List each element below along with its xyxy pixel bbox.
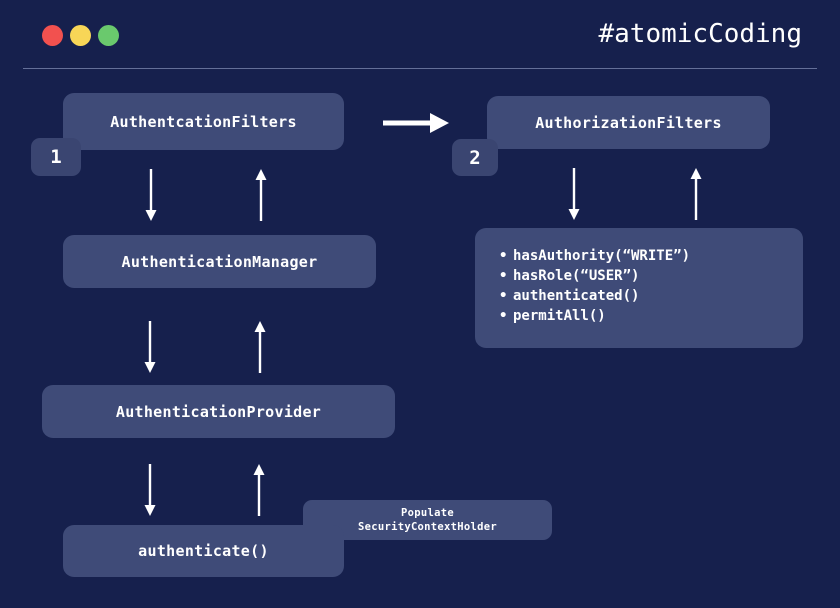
populate-line-2: SecurityContextHolder: [357, 521, 498, 533]
arrow-up-icon: [250, 464, 268, 516]
node-authentication-provider[interactable]: AuthenticationProvider: [42, 385, 395, 438]
list-item: permitAll(): [499, 306, 803, 326]
populate-line-1: Populate: [401, 506, 454, 519]
list-item: authenticated(): [499, 286, 803, 306]
window-controls: [42, 25, 119, 46]
node-populate-security-context-holder: Populate SecurityContextHolder: [303, 500, 552, 540]
list-item: hasRole(“USER”): [499, 266, 803, 286]
step-badge-1: 1: [31, 138, 81, 176]
arrow-down-icon: [142, 169, 160, 221]
arrow-down-icon: [141, 321, 159, 373]
arrow-up-icon: [687, 168, 705, 220]
authority-list: hasAuthority(“WRITE”) hasRole(“USER”) au…: [497, 246, 803, 326]
node-authentication-manager[interactable]: AuthenticationManager: [63, 235, 376, 288]
arrow-down-icon: [565, 168, 583, 220]
page-title: #atomicCoding: [598, 19, 803, 49]
header-divider: [23, 68, 817, 69]
arrow-right-icon: [383, 110, 449, 136]
step-badge-2: 2: [452, 139, 498, 176]
list-item: hasAuthority(“WRITE”): [499, 246, 803, 266]
arrow-up-icon: [251, 321, 269, 373]
minimize-dot[interactable]: [70, 25, 91, 46]
arrow-up-icon: [252, 169, 270, 221]
node-authorization-filters[interactable]: AuthorizationFilters: [487, 96, 770, 149]
node-authenticate-method[interactable]: authenticate(): [63, 525, 344, 577]
maximize-dot[interactable]: [98, 25, 119, 46]
node-authentication-filters[interactable]: AuthentcationFilters: [63, 93, 344, 150]
node-authority-expressions: hasAuthority(“WRITE”) hasRole(“USER”) au…: [475, 228, 803, 348]
close-dot[interactable]: [42, 25, 63, 46]
arrow-down-icon: [141, 464, 159, 516]
